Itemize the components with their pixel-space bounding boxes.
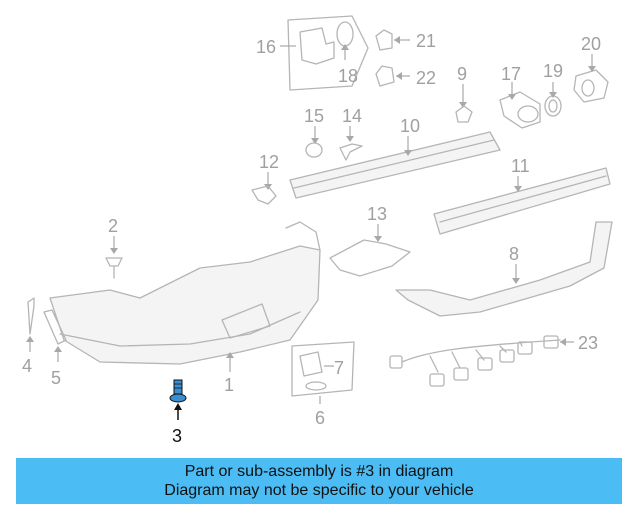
callout-12: 12 [259,152,279,172]
callout-10: 10 [400,116,420,136]
part-14-clip [339,126,363,161]
part-22-clip [375,65,410,87]
callout-18: 18 [338,66,358,86]
part-6-reflector-box [291,341,355,404]
callout-21: 21 [416,31,436,51]
part-11-energy-absorber [433,167,611,235]
info-banner: Part or sub-assembly is #3 in diagram Di… [16,458,622,504]
part-2-screw [105,236,123,279]
part-20-sensor-bracket [573,54,609,103]
callout-13: 13 [367,204,387,224]
callout-5: 5 [51,368,61,388]
part-4-pin [26,297,35,352]
part-13-bumper-bracket [329,224,411,277]
callout-4: 4 [22,356,32,376]
part-21-clip [375,29,410,51]
callout-23: 23 [578,333,598,353]
part-3-bolt-highlighted [169,379,187,420]
part-15-nut [305,126,323,158]
part-5-trim-strip [43,309,67,362]
callout-17: 17 [501,64,521,84]
callout-11: 11 [511,156,530,176]
part-23-wiring-harness [389,335,574,387]
callout-20: 20 [581,34,601,54]
callout-1: 1 [224,375,234,395]
callout-14: 14 [342,106,362,126]
part-17-parking-sensor [499,82,541,129]
callout-7: 7 [334,358,344,378]
callout-2: 2 [108,216,118,236]
callout-16: 16 [256,37,276,57]
banner-part-message: Part or sub-assembly is #3 in diagram [184,463,454,480]
banner-disclaimer: Diagram may not be specific to your vehi… [164,482,474,499]
callout-15: 15 [304,106,324,126]
callout-6: 6 [315,408,325,428]
part-19-seal-ring [544,82,562,117]
part-8-lower-valance [395,221,613,317]
part-12-bolt [251,172,277,205]
part-10-impact-bar [289,131,501,199]
callout-19: 19 [543,61,563,81]
callout-22: 22 [416,68,436,88]
part-1-bumper-cover [49,221,321,372]
part-9-grommet [455,84,473,123]
callout-3: 3 [172,426,182,446]
callout-8: 8 [509,244,519,264]
callout-9: 9 [457,64,467,84]
part-16-clip-box [287,15,369,91]
